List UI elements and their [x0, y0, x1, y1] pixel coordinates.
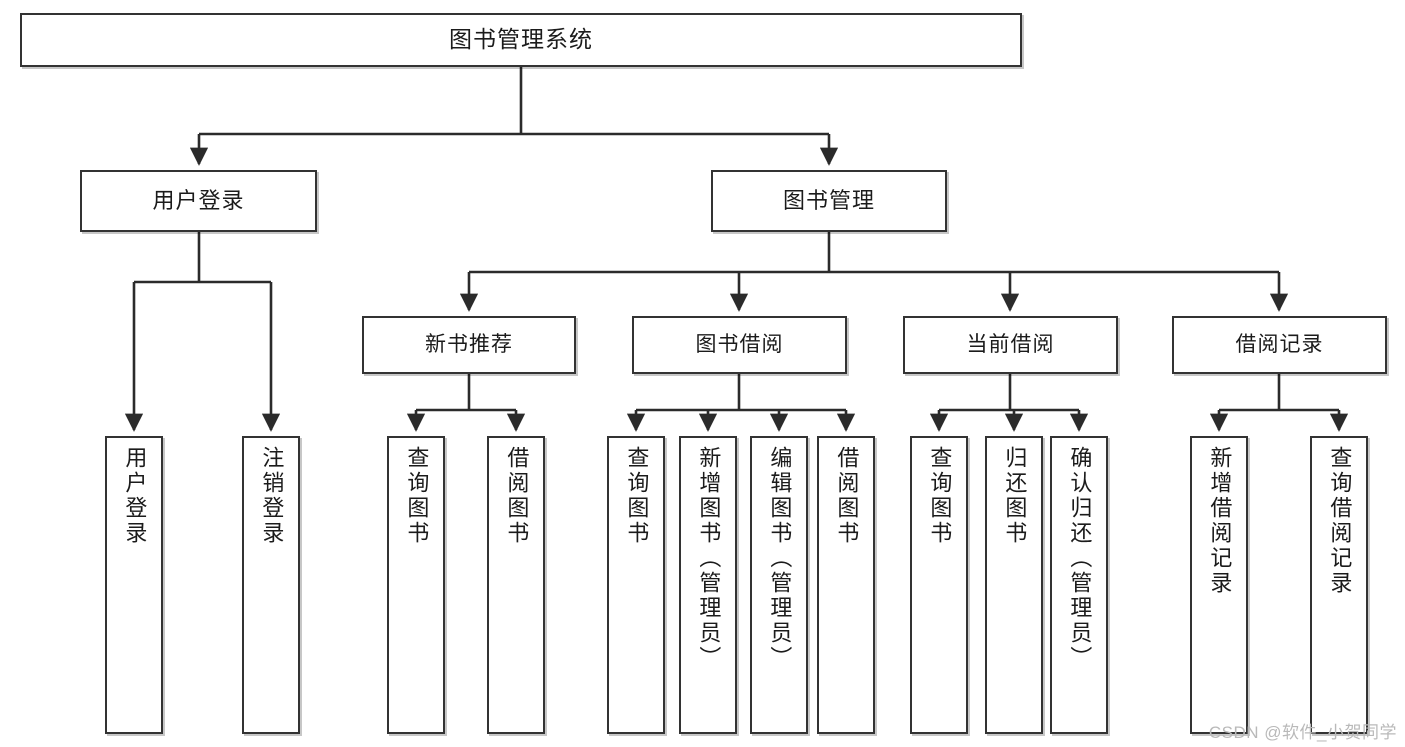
node-leaf-user-logout[interactable]: 注销登录: [242, 436, 300, 734]
watermark-text: CSDN @软件_小贺同学: [1208, 723, 1397, 742]
node-leaf-edit-book[interactable]: 编辑图书（管理员）: [750, 436, 808, 734]
node-leaf-add-record[interactable]: 新增借阅记录: [1190, 436, 1248, 734]
node-current-borrow[interactable]: 当前借阅: [903, 316, 1118, 374]
node-book-manage-label: 图书管理: [782, 187, 875, 213]
node-leaf-confirm-return[interactable]: 确认归还（管理员）: [1050, 436, 1108, 734]
node-leaf-add-record-label: 新增借阅记录: [1207, 446, 1233, 596]
node-leaf-user-login[interactable]: 用户登录: [105, 436, 163, 734]
node-leaf-user-logout-label: 注销登录: [259, 446, 285, 546]
node-new-book-recommend[interactable]: 新书推荐: [362, 316, 576, 374]
node-current-borrow-label: 当前借阅: [966, 333, 1055, 357]
node-leaf-borrow-book-1[interactable]: 借阅图书: [487, 436, 545, 734]
node-leaf-borrow-book-2-label: 借阅图书: [834, 446, 860, 546]
node-leaf-return-book-label: 归还图书: [1002, 446, 1028, 546]
node-book-borrow[interactable]: 图书借阅: [632, 316, 847, 374]
node-leaf-query-book-1[interactable]: 查询图书: [387, 436, 445, 734]
node-book-manage[interactable]: 图书管理: [711, 170, 947, 232]
node-leaf-add-book[interactable]: 新增图书（管理员）: [679, 436, 737, 734]
node-leaf-query-book-3[interactable]: 查询图书: [910, 436, 968, 734]
node-leaf-borrow-book-2[interactable]: 借阅图书: [817, 436, 875, 734]
node-leaf-borrow-book-1-label: 借阅图书: [504, 446, 530, 546]
node-book-borrow-label: 图书借阅: [695, 333, 784, 357]
node-leaf-edit-book-label: 编辑图书（管理员）: [767, 446, 793, 671]
node-leaf-query-record-label: 查询借阅记录: [1327, 446, 1353, 596]
node-root-label: 图书管理系统: [449, 26, 593, 53]
node-new-book-recommend-label: 新书推荐: [425, 333, 513, 357]
node-leaf-add-book-label: 新增图书（管理员）: [696, 446, 722, 671]
node-borrow-record-label: 借阅记录: [1235, 333, 1324, 357]
node-leaf-query-record[interactable]: 查询借阅记录: [1310, 436, 1368, 734]
node-root[interactable]: 图书管理系统: [20, 13, 1022, 67]
node-leaf-query-book-1-label: 查询图书: [404, 446, 430, 546]
node-user-login[interactable]: 用户登录: [80, 170, 317, 232]
node-leaf-query-book-2-label: 查询图书: [624, 446, 650, 546]
node-borrow-record[interactable]: 借阅记录: [1172, 316, 1387, 374]
node-leaf-return-book[interactable]: 归还图书: [985, 436, 1043, 734]
node-leaf-confirm-return-label: 确认归还（管理员）: [1067, 446, 1093, 671]
node-leaf-user-login-label: 用户登录: [122, 446, 148, 546]
node-user-login-label: 用户登录: [152, 187, 245, 213]
node-leaf-query-book-2[interactable]: 查询图书: [607, 436, 665, 734]
node-leaf-query-book-3-label: 查询图书: [927, 446, 953, 546]
